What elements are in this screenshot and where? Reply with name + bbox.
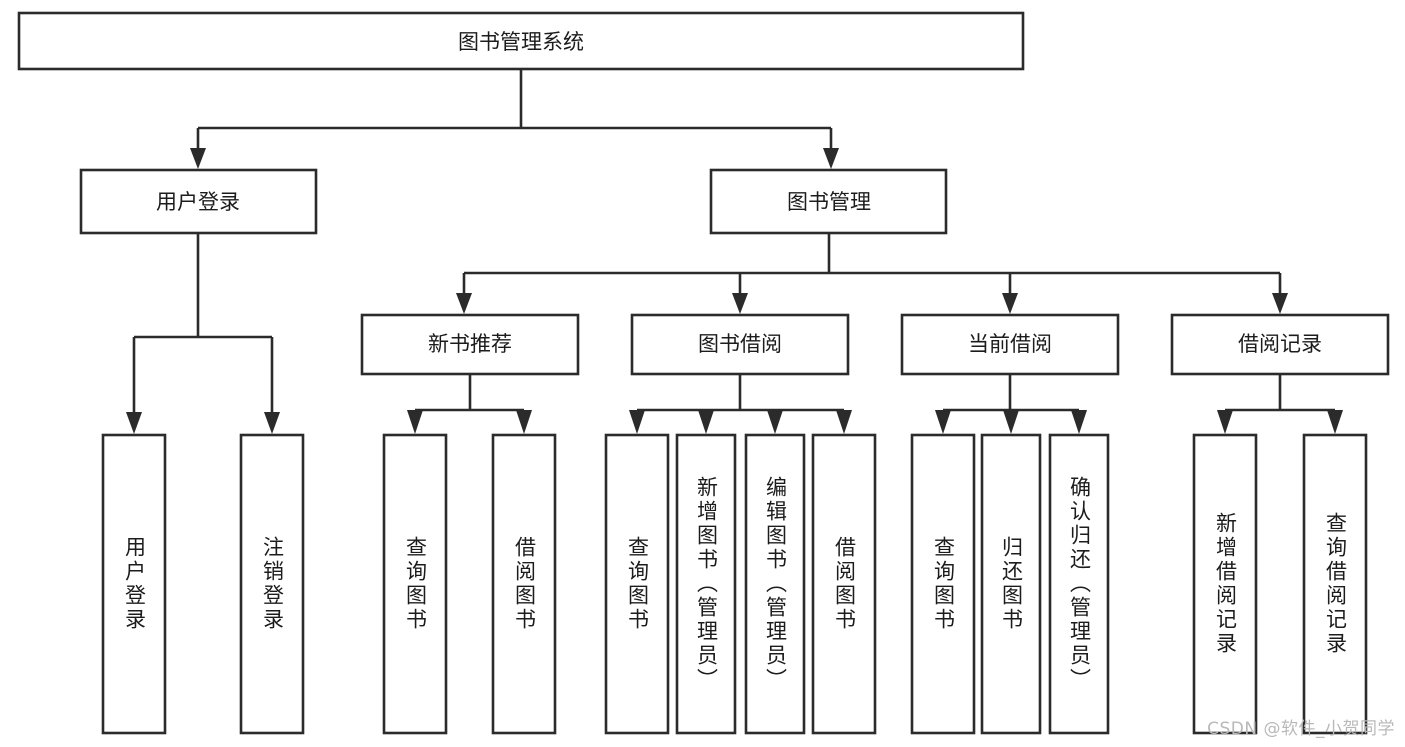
leaf-borrow-book-2-box[interactable] <box>811 433 877 735</box>
leaf-query-book-1-label: 查询图书 <box>403 536 428 632</box>
leaf-borrow-book-2-label: 借阅图书 <box>832 536 857 632</box>
arrow-leaf-add-record <box>1217 410 1233 434</box>
borrow-record-label: 借阅记录 <box>1238 332 1322 356</box>
node-current-borrow[interactable]: 当前借阅 <box>900 313 1120 376</box>
arrow-leaf-query-book-2 <box>629 410 645 434</box>
leaf-query-book-3-label: 查询图书 <box>931 536 956 632</box>
arrow-leaf-borrow-book-1 <box>516 410 532 434</box>
arrow-leaf-user-logout <box>264 412 280 434</box>
node-root[interactable]: 图书管理系统 <box>17 11 1025 71</box>
leaf-add-book-box[interactable] <box>675 433 737 735</box>
root-label: 图书管理系统 <box>458 30 584 54</box>
node-user-login[interactable]: 用户登录 <box>79 168 318 235</box>
leaf-user-login-box[interactable] <box>101 433 167 735</box>
leaf-user-logout-box[interactable] <box>239 433 305 735</box>
edge-book-borrow-to-leaves <box>629 374 852 434</box>
new-book-recommend-label: 新书推荐 <box>428 332 512 356</box>
leaf-edit-book-box[interactable] <box>744 433 806 735</box>
arrow-borrow-record <box>1272 293 1288 314</box>
arrow-new-book-recommend <box>456 293 472 314</box>
leaf-confirm-return-label: 确认归还（管理员） <box>1067 476 1092 692</box>
book-borrow-box <box>630 313 850 376</box>
arrow-leaf-query-book-3 <box>935 410 951 434</box>
arrow-leaf-return-book <box>1003 410 1019 434</box>
node-borrow-record[interactable]: 借阅记录 <box>1170 313 1390 376</box>
edge-user-login-to-leaves <box>126 233 280 434</box>
arrow-leaf-user-login <box>126 412 142 434</box>
arrow-user-login <box>190 148 206 169</box>
current-borrow-label: 当前借阅 <box>968 332 1052 356</box>
edge-borrow-record-to-leaves <box>1217 374 1343 434</box>
node-new-book-recommend[interactable]: 新书推荐 <box>360 313 580 376</box>
edge-book-manage-to-level3 <box>456 233 1288 314</box>
arrow-current-borrow <box>1002 293 1018 314</box>
arrow-book-manage <box>823 148 839 169</box>
leaf-query-book-2-box[interactable] <box>604 433 670 735</box>
node-book-manage[interactable]: 图书管理 <box>709 168 948 235</box>
arrow-leaf-confirm-return <box>1071 410 1087 434</box>
edge-root-to-level2 <box>190 69 839 169</box>
arrow-leaf-query-record <box>1327 410 1343 434</box>
leaf-return-book-label: 归还图书 <box>999 536 1024 632</box>
book-manage-label: 图书管理 <box>787 190 871 214</box>
arrow-leaf-add-book <box>698 410 714 434</box>
leaf-confirm-return-box[interactable] <box>1048 433 1110 735</box>
current-borrow-box <box>900 313 1120 376</box>
root-box <box>17 11 1025 71</box>
leaf-query-book-3-box[interactable] <box>910 433 976 735</box>
leaf-query-record-box[interactable] <box>1302 433 1368 735</box>
leaf-add-record-label: 新增借阅记录 <box>1213 512 1238 656</box>
book-borrow-label: 图书借阅 <box>698 332 782 356</box>
leaf-borrow-book-1-box[interactable] <box>491 433 557 735</box>
leaf-user-login-label: 用户登录 <box>122 536 147 632</box>
leaf-add-book-label: 新增图书（管理员） <box>694 476 719 692</box>
new-book-recommend-box <box>360 313 580 376</box>
leaf-query-record-label: 查询借阅记录 <box>1323 512 1348 656</box>
leaf-query-book-2-label: 查询图书 <box>625 536 650 632</box>
arrow-book-borrow <box>732 293 748 314</box>
leaf-boxes <box>101 433 1368 735</box>
leaf-borrow-book-1-label: 借阅图书 <box>512 536 537 632</box>
user-login-label: 用户登录 <box>156 190 240 214</box>
arrow-leaf-borrow-book-2 <box>836 410 852 434</box>
edge-current-borrow-to-leaves <box>935 374 1087 434</box>
arrow-leaf-edit-book <box>767 410 783 434</box>
arrow-leaf-query-book-1 <box>407 410 423 434</box>
leaf-query-book-1-box[interactable] <box>382 433 448 735</box>
edge-new-book-to-leaves <box>407 374 532 434</box>
leaf-add-record-box[interactable] <box>1192 433 1258 735</box>
leaf-user-logout-label: 注销登录 <box>260 536 285 632</box>
node-book-borrow[interactable]: 图书借阅 <box>630 313 850 376</box>
leaf-return-book-box[interactable] <box>980 433 1042 735</box>
leaf-edit-book-label: 编辑图书（管理员） <box>763 476 788 692</box>
